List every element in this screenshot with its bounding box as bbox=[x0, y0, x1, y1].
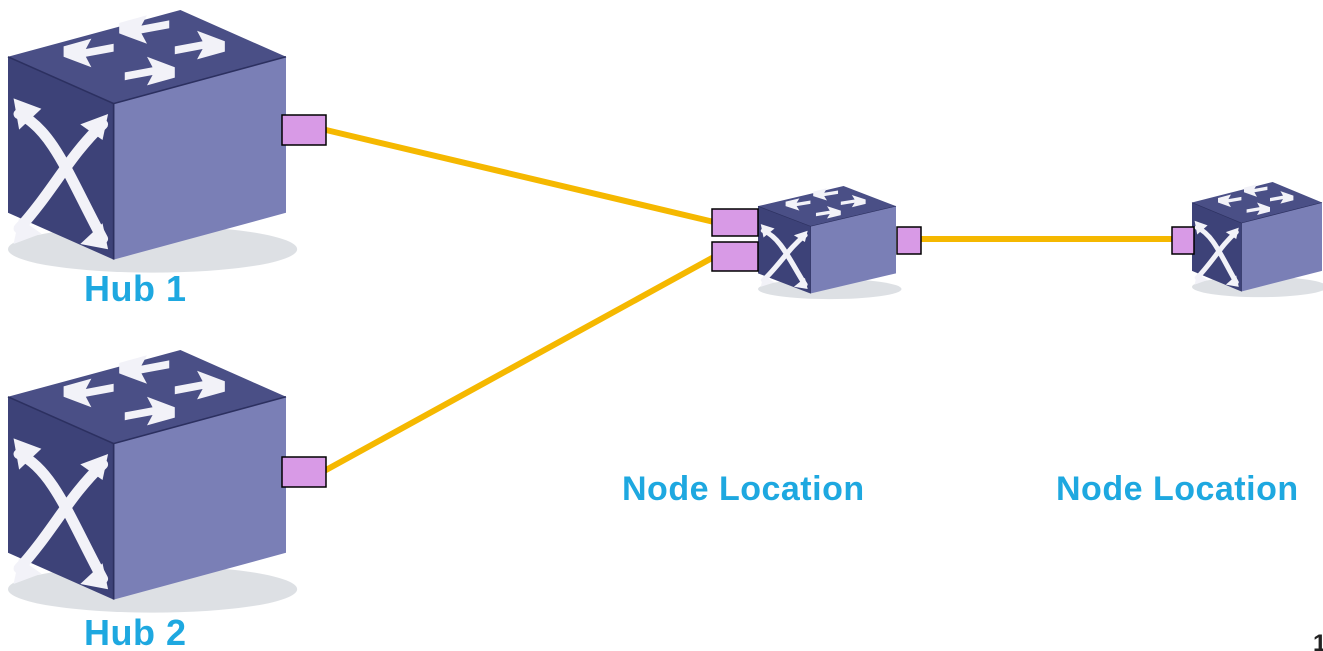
node-location-1-label: Node Location bbox=[622, 470, 865, 508]
hub-2-switch-icon bbox=[8, 350, 297, 613]
link-hub1-node1 bbox=[323, 127, 717, 225]
corner-page-mark: 1 bbox=[1313, 630, 1323, 651]
ports bbox=[281, 114, 1195, 488]
links bbox=[323, 127, 1177, 473]
node-1-port-lower bbox=[711, 241, 759, 272]
hub-1-port bbox=[281, 114, 327, 146]
hub-2-port bbox=[281, 456, 327, 488]
hub-1-switch-icon bbox=[8, 10, 297, 273]
node-1-switch-icon bbox=[758, 186, 902, 299]
node-2-switch-icon bbox=[1192, 182, 1323, 297]
node-1-port-upper bbox=[711, 208, 759, 237]
node-2-port bbox=[1171, 226, 1195, 255]
node-1-port-right bbox=[896, 226, 922, 255]
hub-1-label: Hub 1 bbox=[84, 268, 187, 309]
node-location-2-label: Node Location bbox=[1056, 470, 1299, 508]
link-hub2-node1 bbox=[323, 255, 715, 473]
hub-2-label: Hub 2 bbox=[84, 612, 187, 651]
